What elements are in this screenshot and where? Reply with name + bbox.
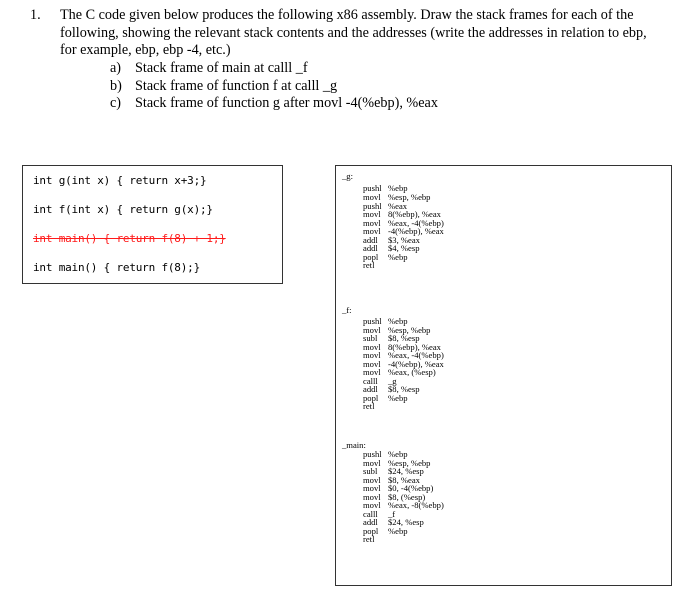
asm-op: movl — [363, 358, 381, 369]
asm-op: addl — [363, 243, 378, 253]
c-code-box: int g(int x) { return x+3;} int f(int x)… — [22, 165, 283, 284]
asm-args: %esp, %ebp — [388, 324, 431, 335]
asm-args: %eax, -4(%ebp) — [388, 217, 444, 228]
code-line-f: int f(int x) { return g(x);} — [33, 203, 213, 216]
asm-op: movl — [363, 341, 381, 352]
asm-args: %eax, (%esp) — [388, 367, 436, 377]
asm-args: %ebp — [388, 183, 408, 193]
asm-args: %eax — [388, 200, 408, 211]
asm-args: $3, %eax — [388, 234, 420, 245]
sub-item-label: a) — [110, 60, 122, 76]
asm-op: retl — [363, 534, 375, 544]
asm-op: calll — [363, 375, 378, 386]
asm-op: movl — [363, 226, 381, 236]
asm-op: movl — [363, 367, 381, 377]
asm-args: 8(%ebp), %eax — [388, 341, 441, 352]
sub-item-text: Stack frame of function g after movl -4(… — [135, 95, 438, 111]
question-text: The C code given below produces the foll… — [60, 7, 647, 58]
code-line-main: int main() { return f(8);} — [33, 261, 200, 274]
asm-op: pushl — [363, 449, 382, 459]
asm-label-f: _f: — [342, 305, 352, 315]
asm-args: $24, %esp — [388, 466, 424, 476]
asm-op: pushl — [363, 183, 382, 193]
asm-args: %ebp — [388, 251, 408, 262]
asm-args: $8, (%esp) — [388, 491, 426, 502]
asm-op: addl — [363, 234, 378, 245]
asm-args: %ebp — [388, 392, 408, 403]
sub-item-label: c) — [110, 95, 122, 111]
assembly-box: _g: pushl %ebp movl %esp, %ebp pushl %eax m… — [335, 165, 672, 586]
asm-op: retl — [363, 401, 375, 411]
sub-item-c: c) Stack frame of function g after movl -… — [110, 95, 438, 113]
asm-op: addl — [363, 517, 378, 527]
asm-args: %esp, %ebp — [388, 192, 431, 202]
asm-op: movl — [363, 192, 381, 202]
asm-op: movl — [363, 324, 381, 335]
asm-op: movl — [363, 350, 381, 360]
asm-args: $4, %esp — [388, 243, 420, 253]
sub-item-b: b) Stack frame of function f at calll _g — [110, 78, 438, 96]
asm-op: pushl — [363, 316, 382, 326]
asm-args: %esp, %ebp — [388, 457, 431, 468]
asm-op: popl — [363, 392, 379, 403]
code-line-main-struck: int main() { return f(8) + 1;} — [33, 232, 226, 245]
asm-op: subl — [363, 466, 378, 476]
asm-args: $8, %eax — [388, 474, 420, 485]
asm-op: popl — [363, 251, 379, 262]
asm-args: %ebp — [388, 449, 408, 459]
sub-item-text: Stack frame of main at calll _f — [135, 60, 308, 76]
asm-label-main: _main: — [342, 440, 366, 450]
asm-args: %eax, -4(%ebp) — [388, 350, 444, 360]
asm-op: calll — [363, 508, 378, 519]
asm-args: $0, -4(%ebp) — [388, 483, 434, 493]
sub-item-label: b) — [110, 77, 122, 94]
asm-args: _g — [388, 375, 397, 386]
asm-op: movl — [363, 457, 381, 468]
asm-args: %ebp — [388, 525, 408, 536]
asm-op: retl — [363, 260, 375, 270]
asm-args: -4(%ebp), %eax — [388, 358, 444, 369]
code-line-g: int g(int x) { return x+3;} — [33, 174, 207, 187]
question-number: 1. — [30, 7, 41, 23]
asm-args: _f — [388, 508, 396, 519]
sub-item-text: Stack frame of function f at calll _g — [135, 77, 338, 94]
sub-item-a: a) Stack frame of main at calll _f — [110, 60, 438, 78]
asm-args: $24, %esp — [388, 517, 424, 527]
asm-op: movl — [363, 217, 381, 228]
asm-op: movl — [363, 500, 381, 510]
asm-op: addl — [363, 384, 378, 394]
asm-op: movl — [363, 474, 381, 485]
asm-op: movl — [363, 209, 381, 219]
asm-op: popl — [363, 525, 379, 536]
asm-args: %eax, -8(%ebp) — [388, 500, 444, 510]
asm-args: $8, %esp — [388, 333, 420, 343]
asm-op: movl — [363, 483, 381, 493]
asm-op: pushl — [363, 200, 382, 211]
asm-args: %ebp — [388, 316, 408, 326]
sub-items-list: a) Stack frame of main at calll _f b) Stac… — [110, 60, 438, 113]
asm-args: -4(%ebp), %eax — [388, 226, 444, 236]
asm-op: movl — [363, 491, 381, 502]
asm-args: 8(%ebp), %eax — [388, 209, 441, 219]
asm-label-g: _g: — [342, 171, 353, 181]
asm-op: subl — [363, 333, 378, 343]
asm-args: $8, %esp — [388, 384, 420, 394]
